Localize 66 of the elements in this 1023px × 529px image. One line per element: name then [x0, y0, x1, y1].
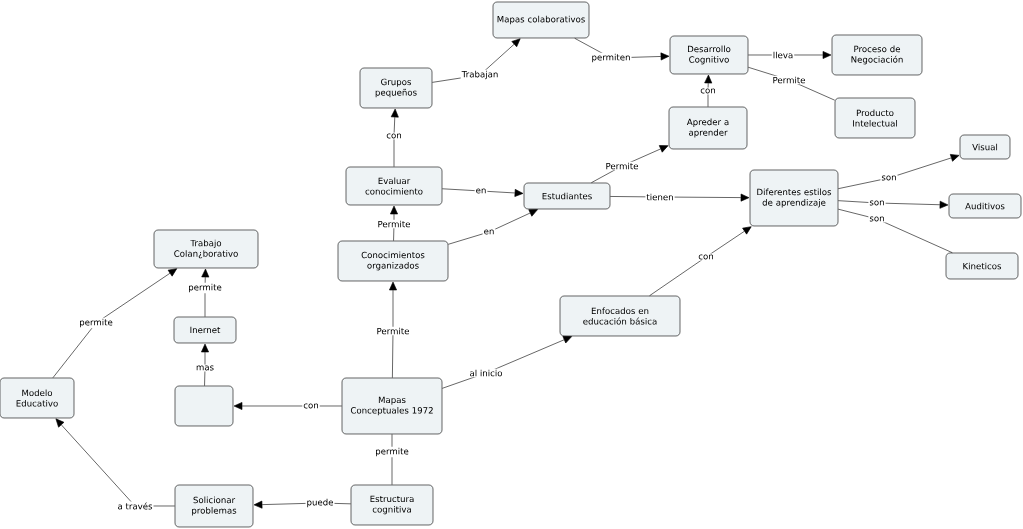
concept-box: Auditivos: [948, 193, 1022, 219]
arrow: [649, 226, 752, 296]
arrow: [748, 51, 832, 59]
concept-box: Grupos pequeños: [359, 67, 433, 109]
edge-label: permite: [374, 446, 410, 458]
edge-label: al inicio: [468, 368, 504, 378]
edge-label: son: [880, 174, 898, 182]
concept-box: Estudiantes: [523, 182, 611, 210]
edge-label: Permite: [376, 219, 412, 229]
edge-label: en: [474, 187, 488, 195]
arrow: [55, 418, 175, 507]
arrow: [201, 268, 210, 317]
arrow: [390, 108, 399, 167]
edge-label: con: [699, 87, 717, 95]
edge-label: con: [697, 253, 715, 261]
concept-box: Inernet: [173, 316, 237, 344]
edge-label: mas: [194, 364, 216, 372]
concept-box: Enfocados en educación básica: [559, 295, 681, 337]
concept-box: Solicionar problemas: [174, 484, 254, 528]
edge-label: son: [868, 215, 886, 223]
edge-label: en: [482, 228, 496, 236]
edge-label: son: [868, 199, 886, 207]
arrow: [52, 268, 178, 378]
arrow: [442, 188, 524, 197]
concept-box: [174, 385, 234, 427]
arrow: [390, 205, 398, 241]
arrow: [253, 500, 351, 509]
concept-box: Evaluar conocimiento: [345, 166, 443, 206]
edge-label: permite: [78, 317, 114, 329]
concept-box: Visual: [959, 134, 1011, 160]
edge-label: con: [385, 132, 403, 140]
concept-box: Producto Intelectual: [834, 97, 916, 139]
edge-label: puede: [305, 497, 335, 509]
edge-label: lleva: [771, 50, 795, 60]
concept-box: Mapas Conceptuales 1972: [341, 377, 443, 435]
arrow: [591, 145, 669, 183]
concept-box: Kineticos: [945, 252, 1019, 280]
arrow: [704, 74, 713, 107]
concept-box: Trabajo Colan¿borativo: [153, 229, 259, 269]
edge-label: tienen: [645, 192, 675, 202]
edge-label: a través: [116, 501, 154, 511]
concept-box: Desarrollo Cognitivo: [669, 35, 749, 75]
concept-box: Mapas colaborativos: [492, 1, 590, 39]
concept-box: Apreder a aprender: [668, 106, 748, 150]
concept-box: Proceso de Negociación: [831, 34, 923, 76]
arrow: [432, 38, 521, 83]
edge-label: permiten: [590, 52, 632, 64]
edge-label: Trabajan: [460, 69, 500, 81]
arrow: [442, 336, 572, 389]
arrow: [448, 209, 538, 245]
arrow: [610, 193, 750, 202]
arrow: [838, 154, 960, 189]
arrow: [838, 200, 949, 209]
arrow: [574, 38, 670, 61]
edge-label: con: [302, 402, 320, 410]
arrow: [201, 343, 209, 386]
arrow: [233, 402, 342, 410]
edge-label: Permite: [604, 161, 640, 171]
edge-label: Permite: [771, 75, 807, 85]
arrow: [389, 281, 397, 378]
edge-label: Permite: [375, 326, 411, 336]
concept-box: Estructura cognitiva: [350, 484, 434, 526]
concept-box: Conocimientos organizados: [337, 240, 449, 282]
edge-label: permite: [187, 282, 223, 294]
concept-box: Diferentes estilos de aprendizaje: [749, 169, 839, 227]
concept-box: Modelo Educativo: [0, 377, 75, 419]
